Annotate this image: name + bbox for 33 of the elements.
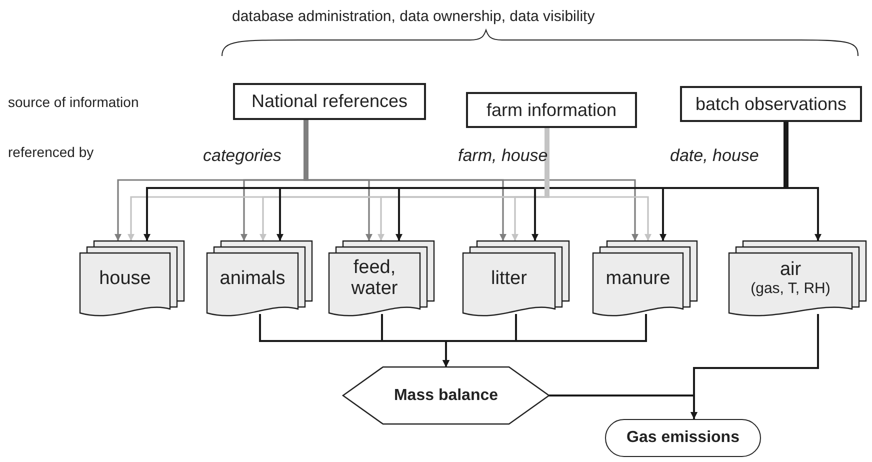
- node-label: batch observations: [695, 94, 847, 114]
- node-label: (gas, T, RH): [750, 281, 830, 298]
- source-box: [466, 92, 637, 128]
- annotation-text: referenced by: [8, 144, 94, 160]
- document-stack: [593, 241, 697, 317]
- document-stack: [80, 241, 184, 317]
- annotation-text: database administration, data ownership, data visibility: [232, 8, 595, 25]
- node-label: Gas emissions: [626, 429, 740, 447]
- document-stack: [463, 241, 569, 317]
- node-label: Mass balance: [394, 386, 498, 404]
- node-label: animals: [220, 268, 286, 290]
- node-label: house: [99, 268, 151, 290]
- node-label: farm information: [486, 100, 617, 120]
- reference-label: farm, house: [458, 146, 548, 166]
- node-label: National references: [251, 91, 408, 112]
- node-label: air: [780, 260, 802, 282]
- connector-arrow: [442, 314, 647, 367]
- source-box: [680, 86, 862, 122]
- process-hexagon: [343, 367, 549, 424]
- reference-label: date, house: [670, 146, 759, 166]
- reference-label: categories: [203, 146, 282, 166]
- trunk-line: [304, 120, 308, 181]
- node-label: feed, water: [350, 258, 399, 300]
- connector-arrow: [690, 314, 819, 419]
- annotation-text: source of information: [8, 94, 139, 110]
- node-label: litter: [491, 268, 527, 290]
- trunk-line: [544, 128, 550, 198]
- document-stack: [329, 241, 434, 317]
- node-label: manure: [606, 268, 670, 290]
- document-stack: [729, 241, 866, 317]
- document-stack: [207, 241, 312, 317]
- trunk-line: [784, 122, 788, 189]
- source-box: [233, 83, 426, 120]
